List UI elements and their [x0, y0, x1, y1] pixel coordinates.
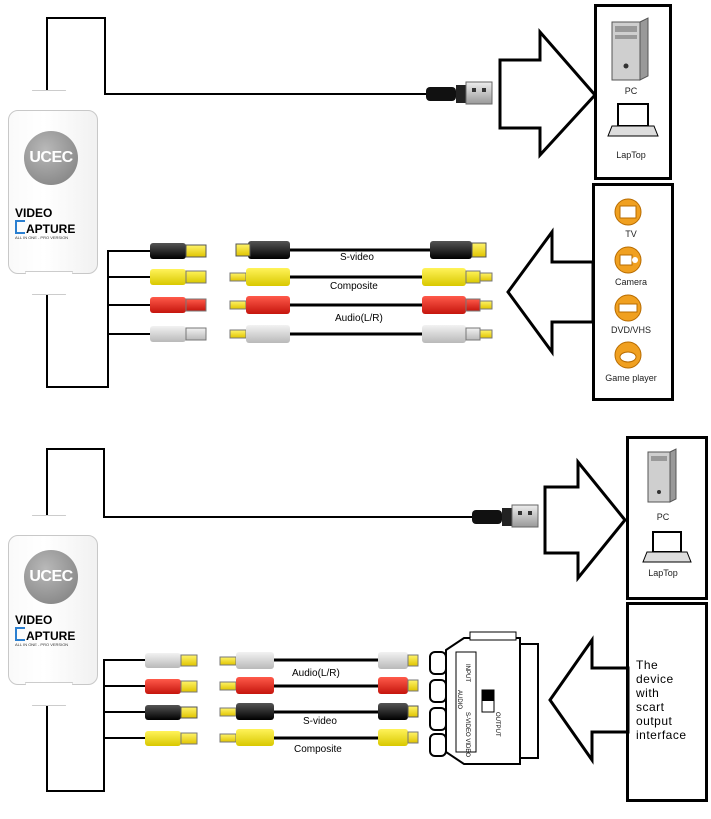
top-audio-white-cable [229, 325, 493, 343]
bottom-laptop-icon [642, 531, 692, 563]
bottom-source-box [626, 602, 708, 802]
bottom-audio-white-cable [219, 652, 419, 669]
bottom-composite-label: Composite [294, 744, 342, 755]
bottom-pc-label: PC [656, 512, 670, 522]
bottom-pc-tower-icon [647, 448, 677, 503]
top-right-arrow [498, 28, 598, 159]
bottom-composite-cable [219, 729, 419, 746]
top-game-player-label: Game player [605, 373, 657, 383]
bottom-laptop-label: LapTop [648, 568, 678, 578]
bottom-brand-logo: UCEC [24, 550, 78, 604]
top-dvd-label: DVD/VHS [610, 325, 651, 335]
top-svideo-label: S-video [340, 252, 374, 263]
top-usb-plug [426, 81, 493, 105]
top-sources-box [592, 183, 674, 401]
bottom-device-cap-bottom [25, 682, 73, 706]
scart-adapter [429, 631, 539, 765]
top-left-arrow [506, 227, 595, 357]
top-av-cable [46, 250, 150, 388]
top-brand-logo: UCEC [24, 131, 78, 185]
top-laptop-icon [607, 103, 659, 137]
bottom-device-subtitle: ALL IN ONE - PRO VERSION [15, 642, 69, 647]
bottom-left-arrow [548, 635, 630, 765]
scart-input-label: INPUT [464, 664, 470, 682]
top-pc-label: PC [624, 86, 638, 96]
top-breakout-plugs [150, 243, 207, 342]
top-device-cap-bottom [25, 271, 73, 295]
bottom-usb-cable [46, 448, 474, 518]
bottom-audio-red-cable [219, 677, 419, 694]
top-usb-cable [46, 17, 428, 95]
bottom-svideo-label: S-video [303, 716, 337, 727]
top-svideo-cable [235, 241, 487, 259]
bottom-breakout-plugs [145, 653, 198, 746]
scart-output-label: OUTPUT [494, 712, 500, 737]
bottom-computer-box [626, 436, 708, 600]
top-device-subtitle: ALL IN ONE - PRO VERSION [15, 235, 69, 240]
top-composite-label: Composite [330, 281, 378, 292]
top-pc-tower-icon [611, 17, 649, 81]
bottom-av-cable [46, 659, 145, 792]
top-computer-box [594, 4, 672, 180]
bottom-svideo-cable [219, 703, 419, 720]
top-audio-red-cable [229, 296, 493, 314]
scart-svideo-video-label: S-VIDEO VIDEO [464, 712, 470, 758]
bottom-source-description: The device with scart output interface [636, 658, 687, 742]
top-tv-label: TV [625, 229, 637, 239]
scart-audio-label: AUDIO [456, 690, 462, 710]
bottom-right-arrow [543, 457, 627, 583]
top-tv-icon [614, 198, 642, 226]
bottom-audio-label: Audio(L/R) [292, 668, 340, 679]
top-composite-cable [229, 268, 493, 286]
top-camera-icon [614, 246, 642, 274]
top-audio-label: Audio(L/R) [335, 313, 383, 324]
top-camera-label: Camera [614, 277, 647, 287]
top-laptop-label: LapTop [616, 150, 646, 160]
bottom-usb-plug [472, 504, 539, 528]
top-dvd-icon [614, 294, 642, 322]
top-game-player-icon [614, 341, 642, 369]
